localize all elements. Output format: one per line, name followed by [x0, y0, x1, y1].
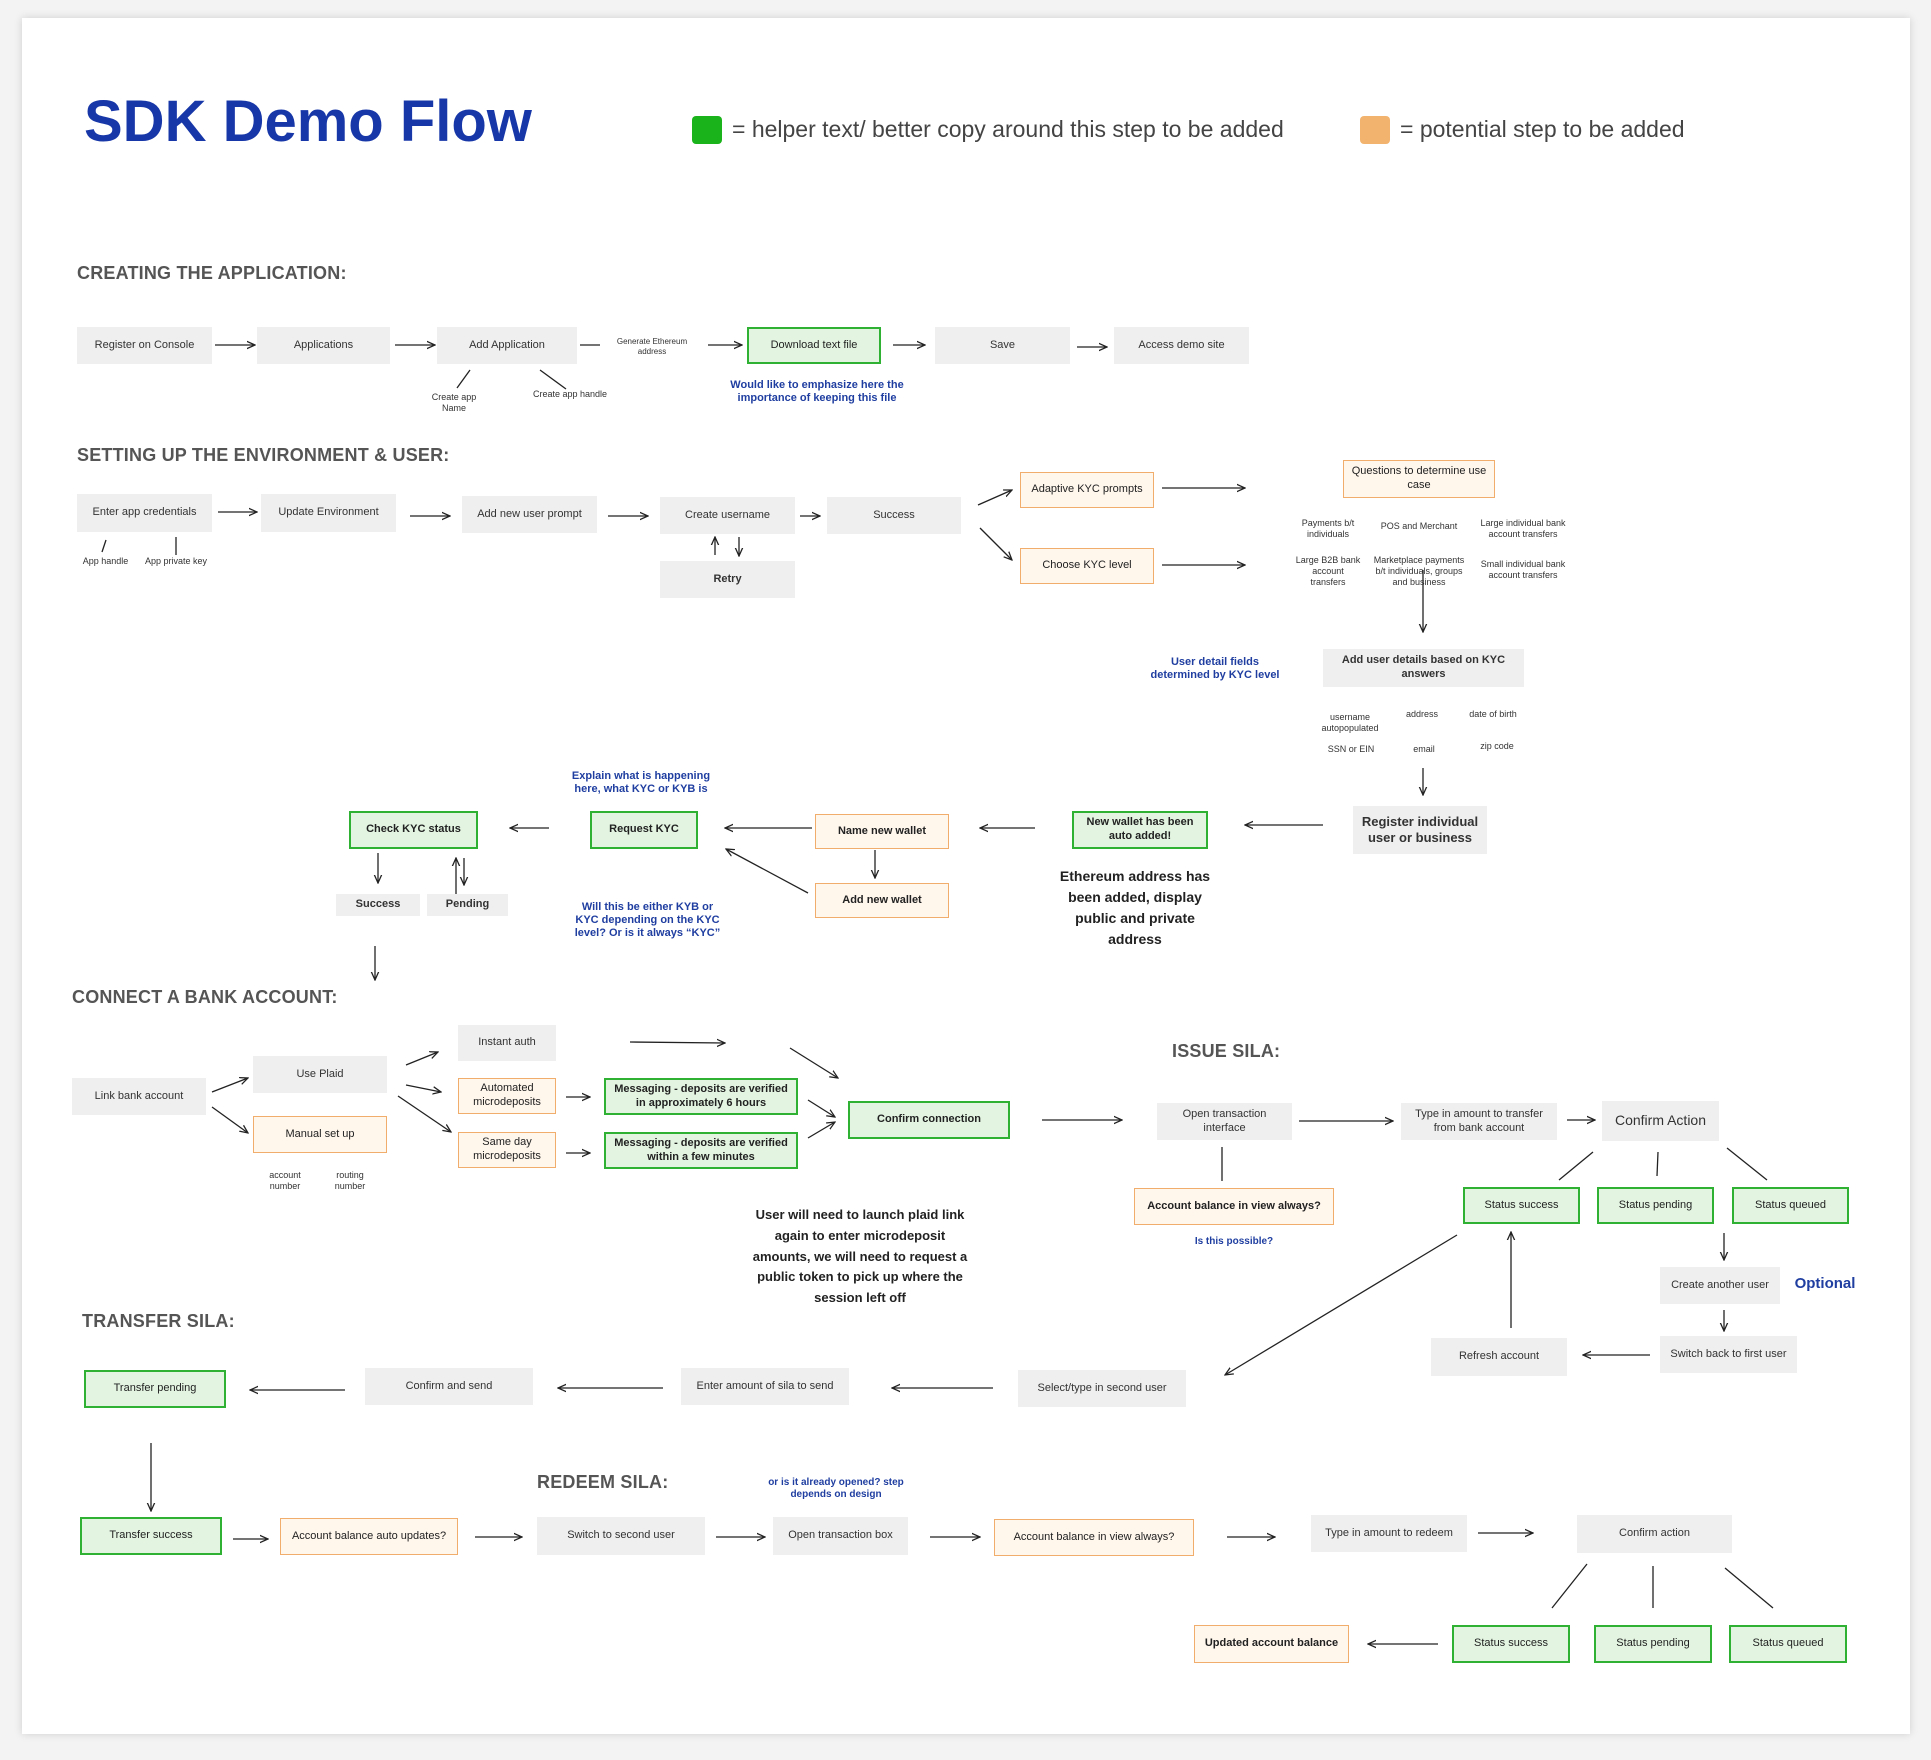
add-user-prompt-step: Add new user prompt	[462, 496, 597, 533]
transfer-success-step: Transfer success	[80, 1517, 222, 1555]
retry-step: Retry	[660, 561, 795, 598]
register-console-step: Register on Console	[77, 327, 212, 364]
legend-orange-text: = potential step to be added	[1400, 116, 1685, 142]
optional-note: Optional	[1794, 1275, 1856, 1292]
choose-kyc-step: Choose KYC level	[1020, 548, 1154, 584]
type-amount-transfer-step: Type in amount to transfer from bank acc…	[1401, 1103, 1557, 1140]
issue-status-queued-step: Status queued	[1732, 1187, 1849, 1224]
eth-address-note: Ethereum address has been added, display…	[1059, 868, 1211, 947]
confirm-send-step: Confirm and send	[365, 1368, 533, 1405]
update-environment-step: Update Environment	[261, 494, 396, 532]
wallet-added-step: New wallet has been auto added!	[1072, 811, 1208, 849]
issue-status-success-step: Status success	[1463, 1187, 1580, 1224]
field-dob: date of birth	[1469, 709, 1517, 719]
save-step: Save	[935, 327, 1070, 364]
account-number-note: account number	[269, 1170, 301, 1191]
refresh-account-step: Refresh account	[1431, 1338, 1567, 1376]
link-bank-step: Link bank account	[72, 1078, 206, 1115]
confirm-connection-step: Confirm connection	[848, 1101, 1010, 1139]
balance-auto-updates-step: Account balance auto updates?	[280, 1518, 458, 1555]
user-fields-note: User detail fields determined by KYC lev…	[1150, 656, 1280, 682]
field-username: username autopopulated	[1321, 712, 1379, 733]
type-amount-redeem-step: Type in amount to redeem	[1311, 1515, 1467, 1552]
messaging-minutes-step: Messaging - deposits are verified within…	[604, 1132, 798, 1169]
questions-use-case-step: Questions to determine use case	[1343, 460, 1495, 498]
applications-step: Applications	[257, 327, 390, 364]
add-application-step: Add Application	[437, 327, 577, 364]
messaging-6h-step: Messaging - deposits are verified in app…	[604, 1078, 798, 1115]
create-app-name-note: Create app Name	[431, 392, 477, 413]
open-transaction-box-step: Open transaction box	[773, 1517, 908, 1555]
switch-second-user-step: Switch to second user	[537, 1517, 705, 1555]
field-address: address	[1405, 709, 1439, 719]
success-step: Success	[827, 497, 961, 534]
already-opened-note: or is it already opened? step depends on…	[768, 1477, 904, 1500]
confirm-action-step: Confirm Action	[1602, 1101, 1719, 1141]
issue-status-pending-step: Status pending	[1597, 1187, 1714, 1224]
enter-amount-sila-step: Enter amount of sila to send	[681, 1368, 849, 1405]
redeem-confirm-action-step: Confirm action	[1577, 1515, 1732, 1553]
section-transfer: TRANSFER SILA:	[82, 1311, 235, 1331]
app-private-key-note: App private key	[144, 556, 208, 566]
issue-balance-view-step: Account balance in view always?	[1134, 1188, 1334, 1225]
download-text-file-step: Download text file	[747, 327, 881, 364]
page-title: SDK Demo Flow	[84, 89, 532, 154]
create-another-user-step: Create another user	[1660, 1267, 1780, 1304]
generate-eth-note: Generate Ethereum address	[616, 337, 688, 356]
same-day-microdeposits-step: Same day microdeposits	[458, 1132, 556, 1168]
switch-back-step: Switch back to first user	[1660, 1336, 1797, 1373]
use-case-pos: POS and Merchant	[1380, 521, 1458, 531]
field-ssn: SSN or EIN	[1327, 744, 1375, 754]
use-plaid-step: Use Plaid	[253, 1056, 387, 1093]
download-emphasis-note: Would like to emphasize here the importa…	[730, 379, 904, 405]
open-transaction-interface-step: Open transaction interface	[1157, 1103, 1292, 1140]
section-issue: ISSUE SILA:	[1172, 1041, 1281, 1061]
legend-green-swatch	[692, 116, 722, 144]
is-possible-note: Is this possible?	[1194, 1236, 1274, 1247]
diagram-canvas	[22, 18, 1910, 1734]
section-redeem: REDEEM SILA:	[537, 1472, 669, 1492]
plaid-relaunch-note: User will need to launch plaid link agai…	[752, 1207, 968, 1306]
app-handle-note: App handle	[82, 556, 129, 566]
use-case-small-individual: Small individual bank account transfers	[1480, 559, 1566, 580]
instant-auth-step: Instant auth	[458, 1025, 556, 1061]
use-case-marketplace: Marketplace payments b/t individuals, gr…	[1373, 555, 1465, 587]
explain-kyc-note: Explain what is happening here, what KYC…	[571, 770, 711, 796]
kyc-success-step: Success	[336, 894, 420, 916]
check-kyc-step: Check KYC status	[349, 811, 478, 849]
automated-microdeposits-step: Automated microdeposits	[458, 1078, 556, 1114]
adaptive-kyc-step: Adaptive KYC prompts	[1020, 472, 1154, 508]
field-email: email	[1413, 744, 1435, 754]
redeem-status-queued-step: Status queued	[1729, 1625, 1847, 1663]
updated-balance-step: Updated account balance	[1194, 1625, 1349, 1663]
redeem-status-pending-step: Status pending	[1594, 1625, 1712, 1663]
field-zip: zip code	[1480, 741, 1514, 751]
kyb-kyc-note: Will this be either KYB or KYC depending…	[574, 901, 721, 940]
add-wallet-step: Add new wallet	[815, 883, 949, 918]
transfer-pending-step: Transfer pending	[84, 1370, 226, 1408]
name-wallet-step: Name new wallet	[815, 814, 949, 849]
legend-orange-swatch	[1360, 116, 1390, 144]
access-demo-step: Access demo site	[1114, 327, 1249, 364]
request-kyc-step: Request KYC	[590, 811, 698, 849]
create-username-step: Create username	[660, 497, 795, 534]
kyc-pending-step: Pending	[427, 894, 508, 916]
routing-number-note: routing number	[334, 1170, 366, 1191]
redeem-status-success-step: Status success	[1452, 1625, 1570, 1663]
use-case-large-b2b: Large B2B bank account transfers	[1295, 555, 1361, 587]
legend-green-text: = helper text/ better copy around this s…	[732, 116, 1284, 142]
use-case-large-individual: Large individual bank account transfers	[1480, 518, 1566, 539]
enter-credentials-step: Enter app credentials	[77, 494, 212, 532]
section-connect: CONNECT A BANK ACCOUNT:	[72, 987, 338, 1007]
section-setup: SETTING UP THE ENVIRONMENT & USER:	[77, 445, 450, 465]
select-second-user-step: Select/type in second user	[1018, 1370, 1186, 1407]
add-user-details-step: Add user details based on KYC answers	[1323, 649, 1524, 687]
redeem-balance-view-step: Account balance in view always?	[994, 1519, 1194, 1556]
use-case-payments: Payments b/t individuals	[1301, 518, 1355, 539]
manual-setup-step: Manual set up	[253, 1116, 387, 1153]
create-app-handle-note: Create app handle	[532, 389, 608, 399]
register-user-step: Register individual user or business	[1353, 806, 1487, 854]
section-creating: CREATING THE APPLICATION:	[77, 263, 347, 283]
